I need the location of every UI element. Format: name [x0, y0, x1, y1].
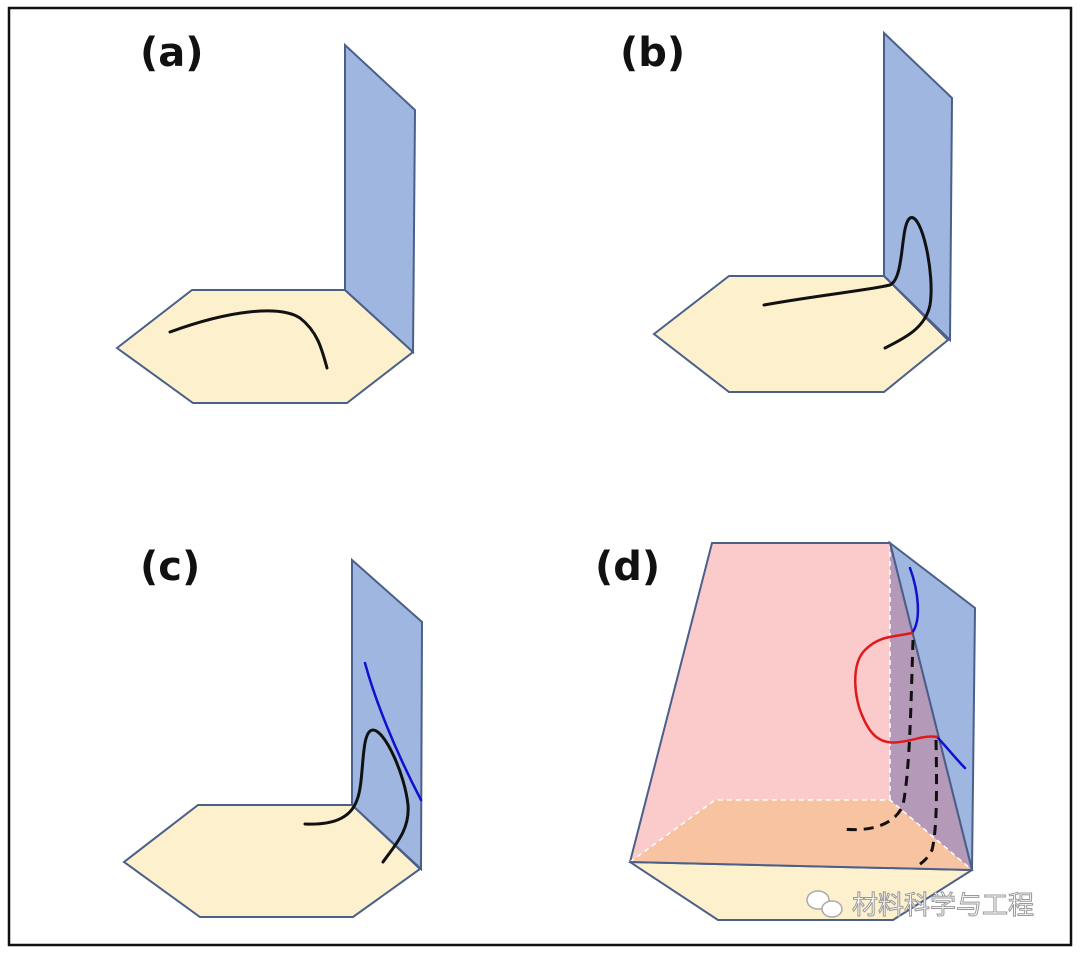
panel-c-label: (c) — [140, 544, 200, 590]
hexagonal-base — [652, 275, 950, 393]
watermark-text: 材料科学与工程 — [852, 891, 1034, 921]
prism-edge — [889, 542, 973, 871]
panel-b: (b) — [620, 30, 954, 393]
panel-a: (a) — [115, 30, 417, 404]
hidden-edge — [629, 799, 973, 871]
projected-dislocation — [918, 739, 939, 867]
cross-slip-line — [908, 566, 920, 635]
vertical-plane — [344, 42, 417, 355]
panel-c: (c) — [122, 544, 424, 918]
panel-d-label: (d) — [595, 544, 660, 590]
wechat-icon — [806, 890, 843, 918]
dislocation-line — [303, 728, 410, 864]
dislocation-line — [762, 216, 933, 350]
dislocation-line — [168, 309, 329, 370]
panel-a-label: (a) — [140, 30, 204, 76]
figure-border — [7, 6, 1073, 947]
projected-dislocation — [841, 639, 915, 832]
cross-slip-line — [935, 735, 967, 770]
prism-floor — [630, 800, 972, 870]
cross-slip-line — [363, 661, 423, 802]
panel-d: (d) — [595, 540, 977, 921]
prism-edge — [629, 861, 973, 871]
panel-b-label: (b) — [620, 30, 685, 76]
watermark: 材料科学与工程 — [806, 890, 1035, 922]
prism-slip-line — [854, 631, 939, 744]
